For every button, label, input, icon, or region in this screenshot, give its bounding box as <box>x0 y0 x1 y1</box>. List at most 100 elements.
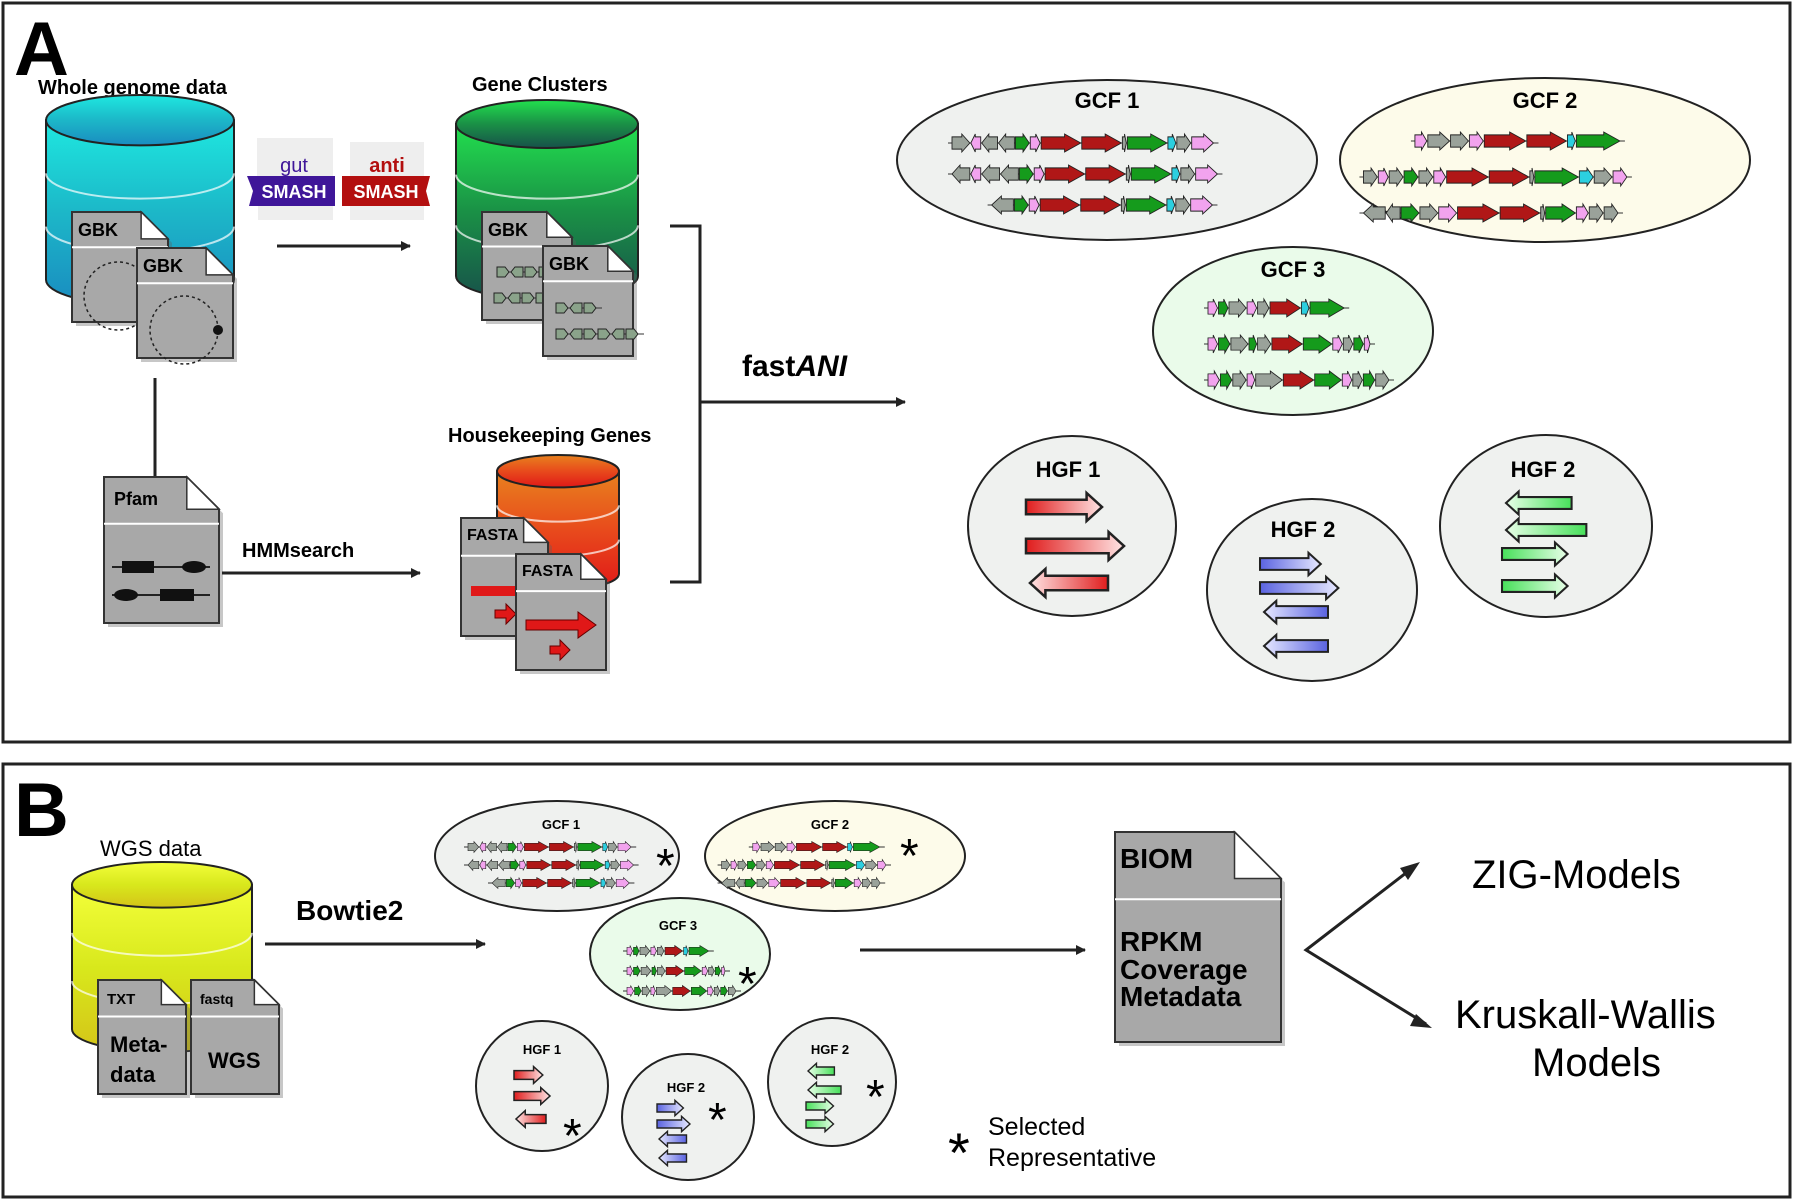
gene-arrow <box>1028 195 1040 215</box>
pfam-domain-icon <box>112 561 210 601</box>
cluster-gene <box>524 266 538 278</box>
gene-arrow <box>708 965 715 977</box>
gene-arrow <box>1545 203 1577 223</box>
gene-arrow <box>1080 195 1122 215</box>
file-fold <box>205 246 235 276</box>
pfam-label: Pfam <box>114 489 158 509</box>
gene-arrow <box>639 944 651 958</box>
fastq-file <box>190 978 283 1098</box>
gene-arrow <box>806 876 832 890</box>
gene-arrow <box>1302 334 1333 354</box>
gene-arrow <box>1377 167 1389 187</box>
gene-arrow <box>486 840 497 854</box>
hmmsearch-label: HMMsearch <box>242 540 354 562</box>
gene-arrow <box>1232 369 1247 391</box>
gene-arrow <box>1207 298 1218 318</box>
b-gcf2-selected-asterisk: * <box>900 830 919 883</box>
wgs-data-label: WGS data <box>100 836 202 861</box>
gene-arrow <box>1081 133 1123 153</box>
legend-representative-line: Representative <box>988 1144 1156 1172</box>
cluster-gene <box>493 292 507 304</box>
file-body <box>542 245 634 357</box>
gene-arrow <box>577 840 603 854</box>
hgf-arrow <box>513 1064 544 1086</box>
gene-arrow <box>701 965 709 977</box>
gene-arrow <box>547 876 573 890</box>
fasta-sequence-bar <box>471 586 519 596</box>
gene-arrow <box>981 132 999 154</box>
gene-arrow <box>774 858 801 872</box>
gcf1-gene-rows <box>948 132 1223 216</box>
gene-arrow <box>1218 298 1229 318</box>
gene-arrow <box>1271 334 1304 354</box>
hgf-arrow <box>513 1085 552 1107</box>
gbk-cluster-file-2: GBK <box>542 244 644 360</box>
gene-arrow <box>604 859 611 871</box>
gcf2-gene-rows <box>1359 130 1632 224</box>
hgf-arrow <box>1504 516 1588 544</box>
gene-arrow <box>1176 132 1192 154</box>
metadata-line2: data <box>110 1062 156 1087</box>
panel-b-letter: B <box>14 768 69 853</box>
gene-arrow <box>1040 133 1082 153</box>
gene-arrow <box>1438 202 1458 224</box>
gene-arrow <box>970 133 982 153</box>
file-fold <box>607 244 635 272</box>
gene-arrow <box>1257 297 1270 319</box>
wgs-file-label: WGS <box>208 1048 261 1073</box>
gene-arrow <box>606 876 616 890</box>
gene-arrow <box>467 858 480 872</box>
gene-arrow <box>999 163 1019 185</box>
gene-arrow <box>1309 298 1346 318</box>
gene-arrow <box>608 840 618 854</box>
gene-arrow <box>1190 194 1214 216</box>
gene-arrow <box>1575 131 1621 151</box>
gene-arrow <box>683 945 689 957</box>
gene-arrow <box>600 877 607 889</box>
gene-arrow <box>831 877 835 889</box>
hgf-arrow <box>657 1129 688 1149</box>
b-gcf3-gene-rows <box>623 944 741 998</box>
file-body <box>1114 831 1282 1043</box>
panel-a-frame <box>1 1 1792 744</box>
gene-arrow <box>1488 167 1530 187</box>
gene-arrow <box>714 965 722 977</box>
file-fold <box>186 475 221 510</box>
gene-arrow <box>610 858 620 872</box>
file-fold <box>580 552 608 580</box>
file-fold <box>140 210 170 240</box>
hgf-arrow <box>1500 572 1570 600</box>
gene-arrow <box>1195 163 1219 185</box>
hgf-arrow <box>656 1114 692 1134</box>
gene-arrow <box>1230 333 1249 355</box>
gene-arrow <box>990 194 1014 216</box>
b-hgf2-middle-label: HGF 2 <box>667 1080 705 1095</box>
db-top <box>45 94 235 147</box>
panel-b-frame <box>1 762 1792 1199</box>
gene-arrow <box>1255 370 1284 390</box>
gene-arrow <box>1414 130 1428 152</box>
hgf1-arrows <box>1024 490 1126 600</box>
gene-arrow <box>486 858 498 872</box>
coverage-label: Coverage <box>1120 954 1248 985</box>
gene-arrow <box>786 840 796 854</box>
file-fold <box>253 978 281 1006</box>
hgf-arrow <box>1258 574 1340 602</box>
rpkm-label: RPKM <box>1120 926 1202 957</box>
b-hgf1-ellipse <box>475 1020 609 1152</box>
db-top <box>455 99 639 149</box>
gene-arrow <box>1363 334 1371 354</box>
gene-arrow <box>1400 202 1420 224</box>
gene-arrow <box>1433 166 1447 188</box>
gene-arrow <box>1180 163 1196 185</box>
gene-arrow <box>1499 203 1541 223</box>
metadata-line1: Meta- <box>110 1032 167 1057</box>
gene-arrow <box>1218 333 1231 355</box>
hgf-arrow <box>805 1096 835 1116</box>
gene-arrow <box>640 964 652 978</box>
gene-arrow <box>862 876 872 890</box>
b-hgf1-selected-asterisk: * <box>563 1110 582 1163</box>
b-hgf2-middle-arrows <box>656 1098 692 1168</box>
whole-genome-label: Whole genome data <box>38 77 228 99</box>
